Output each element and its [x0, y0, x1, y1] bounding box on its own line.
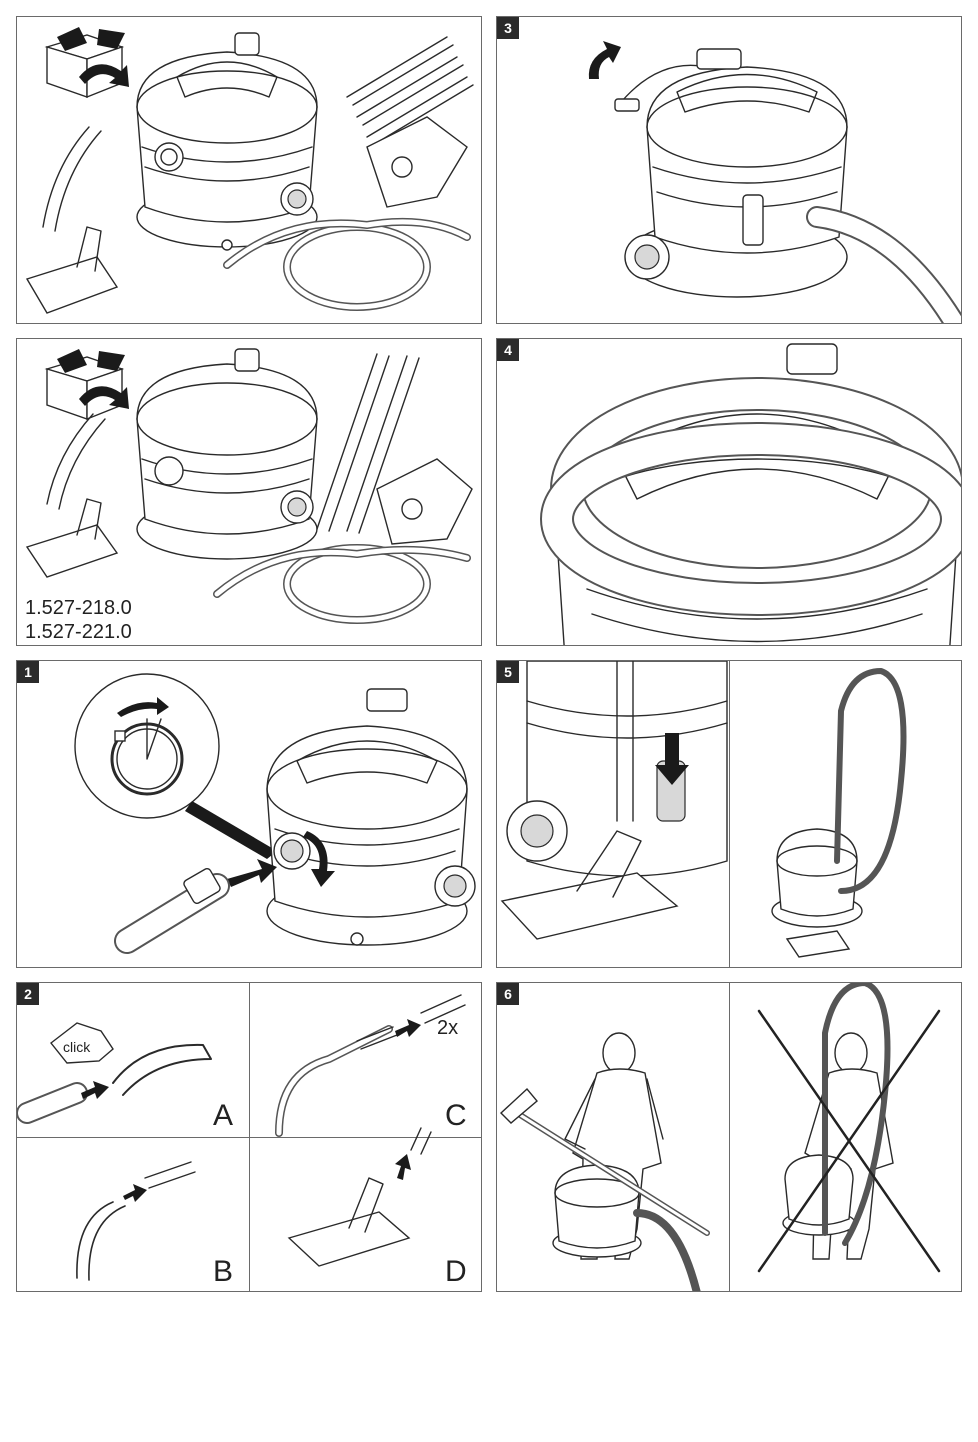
arrow-icon	[395, 1154, 411, 1180]
arrow-icon	[395, 1019, 421, 1037]
person-carrying-wrong-illustration	[782, 983, 894, 1260]
person-carrying-vacuum-illustration	[499, 1032, 710, 1291]
sub-step-label: B	[213, 1255, 234, 1288]
step-number-badge: 4	[497, 339, 519, 361]
filter-bag-illustration	[376, 458, 473, 545]
hose-illustration	[834, 668, 907, 894]
sub-step-label: A	[213, 1099, 234, 1132]
panel-step-4: 4	[496, 338, 962, 646]
arrow-icon	[81, 1081, 109, 1099]
unpack-b-illustration	[25, 348, 473, 624]
arrow-icon	[117, 697, 169, 717]
part-number: 1.527-221.0	[25, 621, 132, 643]
arrow-icon	[227, 859, 277, 887]
detail-magnifier-illustration	[74, 673, 277, 859]
panel-step-1: 1	[16, 660, 482, 968]
unpack-a-illustration	[25, 27, 474, 314]
vacuum-cleaner-illustration	[624, 48, 848, 298]
click-label: click	[63, 1039, 91, 1055]
floor-nozzle-illustration	[25, 498, 119, 578]
suction-bend-illustration	[46, 413, 106, 510]
vacuum-cleaner-illustration	[506, 661, 728, 877]
vacuum-cleaner-illustration	[771, 828, 863, 958]
sub-step-b-illustration	[76, 1161, 196, 1281]
step-1-illustration	[74, 673, 476, 954]
panel-unpack-b: 1.527-218.0 1.527-221.0	[16, 338, 482, 646]
vacuum-cleaner-illustration	[136, 32, 318, 251]
panel-divider	[17, 1137, 481, 1138]
panel-step-2: 2 click	[16, 982, 482, 1292]
step-3-illustration	[588, 41, 961, 323]
cross-out-icon	[757, 1009, 941, 1273]
hose-illustration	[223, 217, 471, 311]
panel-step-3: 3	[496, 16, 962, 324]
vacuum-cleaner-illustration	[136, 348, 318, 560]
arrow-icon	[303, 831, 335, 887]
floor-nozzle-illustration	[25, 226, 119, 314]
sub-step-a-illustration	[17, 1022, 212, 1124]
unpack-box-icon	[44, 27, 129, 99]
vacuum-cleaner-illustration	[266, 688, 476, 946]
step-2-illustration	[17, 994, 466, 1281]
hose-illustration	[213, 544, 471, 624]
sub-step-c-illustration	[275, 994, 466, 1137]
arrow-icon	[655, 733, 689, 785]
sub-step-d-illustration	[287, 1127, 432, 1267]
hose-illustration	[540, 377, 961, 616]
click-burst-icon	[50, 1022, 114, 1064]
arrow-icon	[123, 1184, 147, 1202]
step-5-illustration	[500, 661, 907, 958]
hose-illustration	[114, 868, 230, 954]
step-number-badge: 2	[17, 983, 39, 1005]
extension-tubes-illustration	[316, 353, 420, 534]
extension-tube-illustration	[616, 661, 634, 822]
panel-step-6: 6	[496, 982, 962, 1292]
step-4-illustration	[540, 343, 961, 645]
sub-step-label: C	[445, 1099, 467, 1132]
quantity-label: 2x	[437, 1017, 459, 1039]
step-number-badge: 1	[17, 661, 39, 683]
arrow-icon	[588, 41, 621, 79]
step-6-illustration	[499, 983, 941, 1291]
panel-divider	[729, 983, 730, 1291]
panel-step-5: 5	[496, 660, 962, 968]
panel-divider	[729, 661, 730, 967]
step-number-badge: 3	[497, 17, 519, 39]
step-number-badge: 5	[497, 661, 519, 683]
suction-bend-illustration	[42, 126, 102, 232]
panel-unpack-a	[16, 16, 482, 324]
unpack-box-icon	[44, 349, 129, 421]
step-number-badge: 6	[497, 983, 519, 1005]
part-number: 1.527-218.0	[25, 597, 132, 619]
floor-nozzle-illustration	[500, 830, 679, 940]
filter-bag-illustration	[366, 116, 468, 208]
sub-step-label: D	[445, 1255, 467, 1288]
